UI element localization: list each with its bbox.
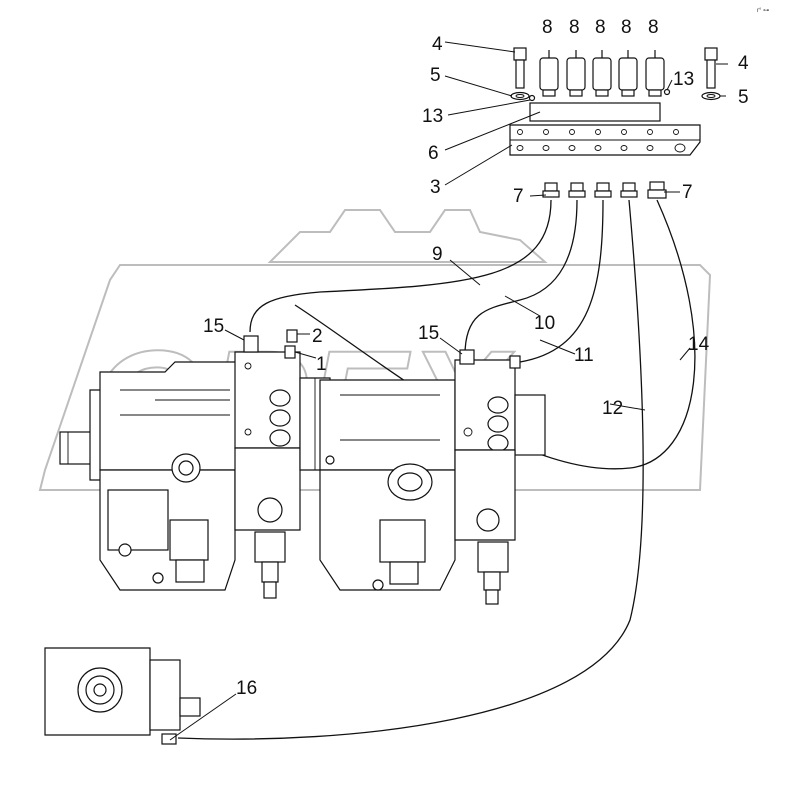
callout-3: 3 <box>430 177 441 198</box>
callout-4-left: 4 <box>432 34 443 55</box>
callout-5-right: 5 <box>738 87 749 108</box>
corner-mark: r° ⊶ <box>757 8 769 14</box>
callout-9: 9 <box>432 244 443 265</box>
callout-8-1: 8 <box>542 17 553 38</box>
callout-1: 1 <box>316 354 327 375</box>
callout-16: 16 <box>236 678 257 699</box>
callout-12: 12 <box>602 398 623 419</box>
sensor-row <box>539 50 665 97</box>
callout-15-right: 15 <box>418 323 439 344</box>
callout-4-right: 4 <box>738 53 749 74</box>
callout-15-left: 15 <box>203 316 224 337</box>
bolt-right <box>701 47 721 101</box>
hose-lines <box>177 199 696 740</box>
callout-11: 11 <box>574 345 594 366</box>
fitting-row <box>542 181 667 199</box>
gear-pump <box>44 647 201 745</box>
callout-8-3: 8 <box>595 17 606 38</box>
callout-8-5: 8 <box>648 17 659 38</box>
leader-lines <box>169 41 728 741</box>
callout-5-left: 5 <box>430 65 441 86</box>
callout-8-2: 8 <box>569 17 580 38</box>
dual-pump-assembly <box>59 329 546 605</box>
block-ports <box>516 129 686 153</box>
callout-7-right: 7 <box>682 182 693 203</box>
callout-6: 6 <box>428 143 439 164</box>
callout-13-right: 13 <box>673 69 694 90</box>
callout-7-left: 7 <box>513 186 524 207</box>
callout-8-4: 8 <box>621 17 632 38</box>
callout-14: 14 <box>688 334 710 355</box>
callout-labels: 1 2 3 4 4 5 5 6 7 7 8 8 8 8 8 9 10 11 12… <box>203 17 749 699</box>
callout-10: 10 <box>534 313 555 334</box>
bolt-left <box>510 47 530 101</box>
callout-2: 2 <box>312 326 323 347</box>
callout-13-left: 13 <box>422 106 443 127</box>
distribution-block-assembly <box>509 47 721 199</box>
